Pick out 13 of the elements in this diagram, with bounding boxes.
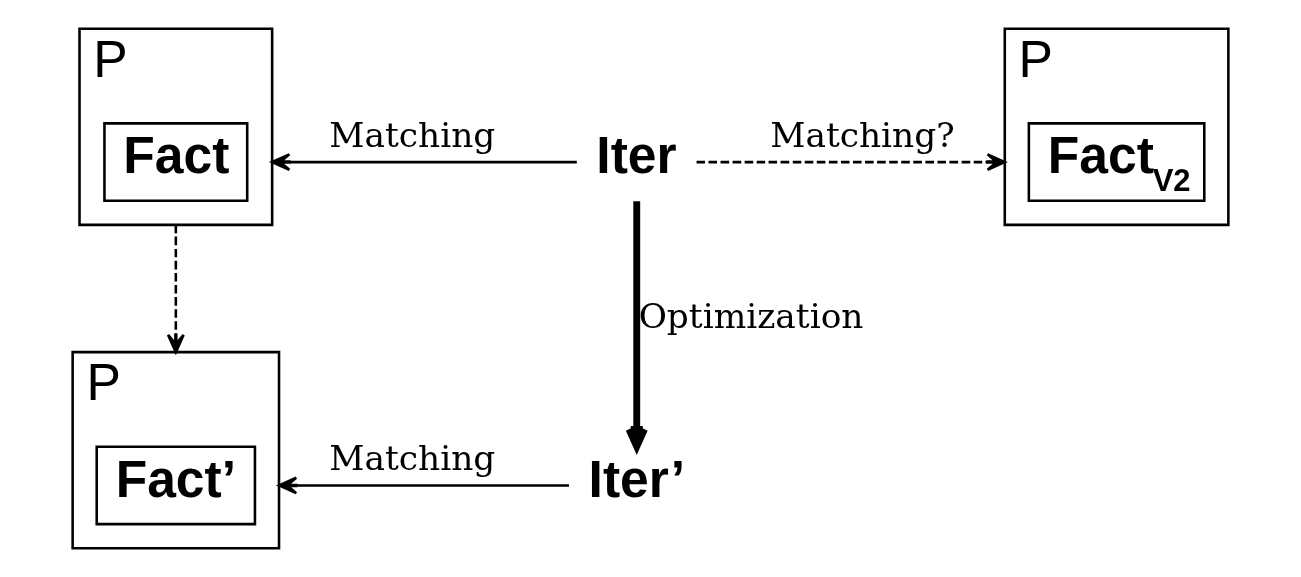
edge-label: Matching <box>329 114 496 155</box>
edge-label: Matching <box>329 437 496 478</box>
node-text: Iter’ <box>588 449 686 508</box>
node-text: Iter <box>596 126 677 185</box>
node-box: Fact$_{V2}$ <box>1027 122 1206 203</box>
arrow <box>270 153 577 172</box>
arrow <box>696 153 1007 172</box>
edge-label: Matching? <box>770 114 955 155</box>
node-box: Fact <box>103 122 249 203</box>
arrow <box>166 224 185 354</box>
node-box: Fact’ <box>95 445 257 526</box>
arrow <box>277 476 570 495</box>
edge-label: Optimization <box>638 296 864 337</box>
